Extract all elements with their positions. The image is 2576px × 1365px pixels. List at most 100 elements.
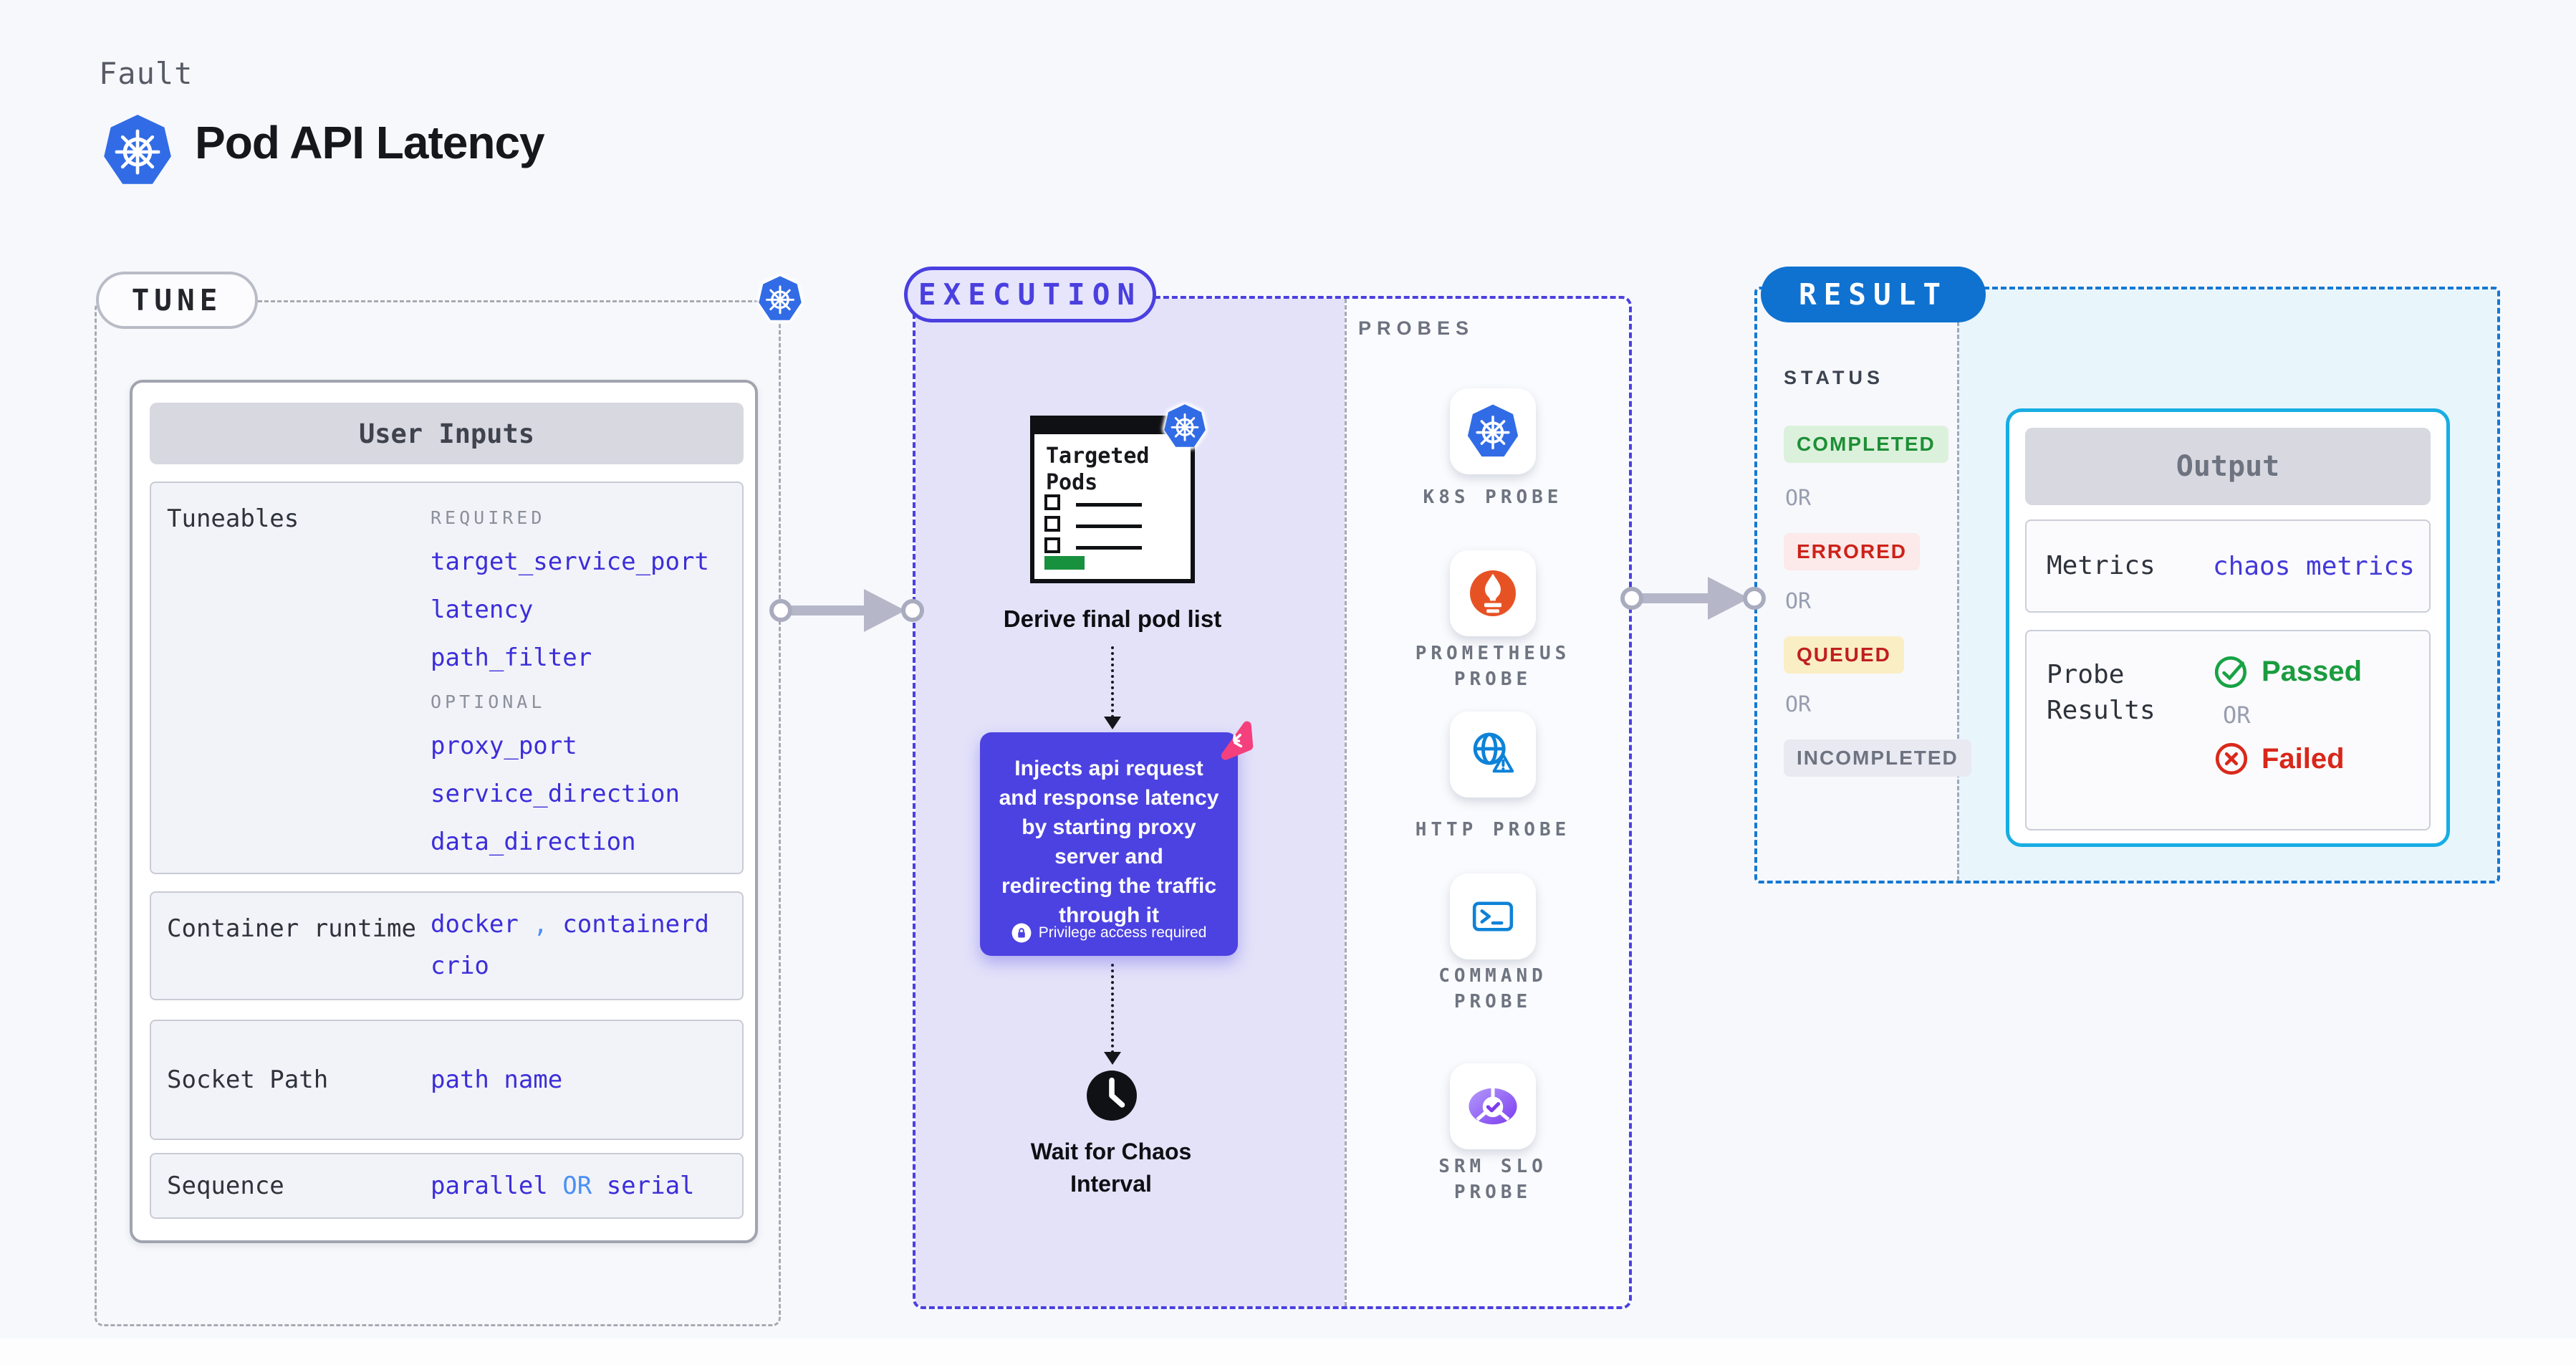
tune-pill: TUNE (96, 272, 258, 329)
http-globe-icon (1473, 732, 1514, 773)
inject-line: server and (1054, 845, 1163, 868)
tuneable-value: data_direction (431, 828, 636, 856)
flow-dotted-arrowhead (1104, 1052, 1121, 1065)
socket-path-value: path name (431, 1065, 563, 1094)
inject-line: through it (1059, 904, 1159, 927)
sequence-value: serial (606, 1172, 695, 1200)
probe-label: PROMETHEUS PROBE (1385, 641, 1600, 692)
user-inputs-card: User Inputs Tuneables REQUIRED target_se… (130, 380, 758, 1243)
probe-label-line: K8S PROBE (1423, 487, 1563, 508)
connector-node (901, 599, 924, 622)
tuneable-value: proxy_port (431, 732, 577, 760)
flow-dotted-arrowhead (1104, 717, 1121, 729)
tuneable-value: latency (431, 595, 534, 624)
tuneables-row: Tuneables REQUIRED target_service_port l… (150, 482, 744, 874)
probe-label: COMMAND PROBE (1385, 963, 1600, 1015)
probes-divider (1345, 299, 1347, 1306)
probe-card-http (1450, 712, 1536, 798)
privilege-row: Privilege access required (980, 923, 1238, 943)
failed-label: Failed (2262, 742, 2345, 775)
inject-line: and response latency (999, 786, 1219, 810)
flow-arrow (1642, 593, 1714, 603)
probe-card-prometheus (1450, 550, 1536, 636)
kubernetes-icon (100, 113, 175, 188)
probe-card-srm-slo (1450, 1063, 1536, 1149)
flow-arrow (788, 605, 868, 616)
kubernetes-icon (1465, 403, 1521, 459)
user-inputs-title: User Inputs (150, 403, 744, 464)
kubernetes-icon (1162, 403, 1208, 449)
probe-card-command (1450, 873, 1536, 959)
or-label: OR (2223, 701, 2251, 729)
metrics-label: Metrics (2047, 551, 2156, 580)
probe-label-line: PROMETHEUS (1415, 643, 1571, 664)
connector-node (1620, 587, 1643, 610)
socket-path-label: Socket Path (167, 1065, 329, 1094)
probe-results-label: Probe Results (2047, 660, 2156, 725)
result-pill: RESULT (1761, 267, 1986, 322)
flow-dotted-line (1111, 964, 1114, 1053)
status-badge-incompleted: INCOMPLETED (1784, 739, 1971, 777)
litmus-chaos-icon (1221, 721, 1254, 760)
status-badge-queued: QUEUED (1784, 636, 1904, 674)
probe-card-k8s (1450, 388, 1536, 474)
clock-icon (1087, 1071, 1137, 1121)
runtime-separator: , (533, 910, 548, 939)
inject-note-box: Injects api request and response latency… (980, 732, 1238, 956)
status-label: STATUS (1784, 367, 1884, 388)
terminal-icon (1472, 901, 1514, 931)
checkbox-icon (1044, 494, 1060, 510)
socket-path-row: Socket Path path name (150, 1020, 744, 1140)
probes-label: PROBES (1358, 317, 1475, 339)
connector-node (1743, 587, 1766, 610)
sequence-value: parallel (431, 1172, 548, 1200)
lock-icon (1011, 923, 1032, 943)
probe-label-line: PROBE (1453, 1182, 1532, 1203)
probe-label-line: PROBE (1453, 669, 1532, 690)
probe-label-line: COMMAND (1438, 965, 1547, 987)
checkbox-icon (1044, 516, 1060, 532)
probe-results-values: Passed OR Failed (2213, 631, 2362, 829)
container-runtime-label: Container runtime (167, 914, 416, 943)
optional-label: OPTIONAL (431, 691, 546, 712)
sequence-row: Sequence parallel OR serial (150, 1153, 744, 1219)
tuneable-value: path_filter (431, 643, 592, 672)
wait-chaos-label: Wait for Chaos Interval (968, 1136, 1254, 1200)
tuneables-values: REQUIRED target_service_port latency pat… (431, 483, 709, 873)
flow-arrowhead (1708, 577, 1749, 620)
tuneable-value: target_service_port (431, 547, 709, 576)
status-badge-completed: COMPLETED (1784, 426, 1948, 463)
wait-line: Wait for Chaos (1030, 1139, 1192, 1164)
passed-check-icon (2214, 656, 2247, 689)
derive-pod-list-label: Derive final pod list (1003, 605, 1222, 632)
metrics-value: chaos metrics (2213, 551, 2415, 581)
tune-section (95, 300, 781, 1326)
runtime-value: docker (431, 910, 519, 939)
output-card: Output Metrics chaos metrics Probe Resul… (2006, 408, 2450, 847)
fault-eyebrow: Fault (99, 56, 193, 91)
targeted-pods-title: Targeted Pods (1046, 444, 1150, 495)
targeted-pods-box: Targeted Pods (1030, 416, 1195, 583)
page-title: Pod API Latency (195, 117, 545, 168)
inject-line: redirecting the traffic (1001, 874, 1217, 898)
probe-label-line: SRM SLO (1438, 1156, 1547, 1177)
required-label: REQUIRED (431, 507, 546, 528)
or-label: OR (1785, 486, 1812, 511)
tuneables-label: Tuneables (167, 504, 299, 533)
bottom-strip (0, 1338, 2576, 1365)
slo-pie-icon (1469, 1087, 1517, 1125)
or-label: OR (1785, 692, 1812, 717)
probe-label: SRM SLO PROBE (1385, 1154, 1600, 1205)
list-line (1076, 525, 1142, 528)
container-runtime-values: docker , containerd crio (431, 893, 709, 999)
metrics-row: Metrics chaos metrics (2025, 519, 2431, 613)
privilege-label: Privilege access required (1038, 924, 1207, 941)
prometheus-icon (1470, 570, 1516, 616)
list-line (1076, 546, 1142, 550)
output-title: Output (2025, 428, 2431, 505)
sequence-label: Sequence (167, 1172, 284, 1200)
inject-line: by starting proxy (1022, 815, 1196, 839)
probe-results-row: Probe Results Passed OR (2025, 630, 2431, 830)
passed-label: Passed (2262, 655, 2363, 687)
